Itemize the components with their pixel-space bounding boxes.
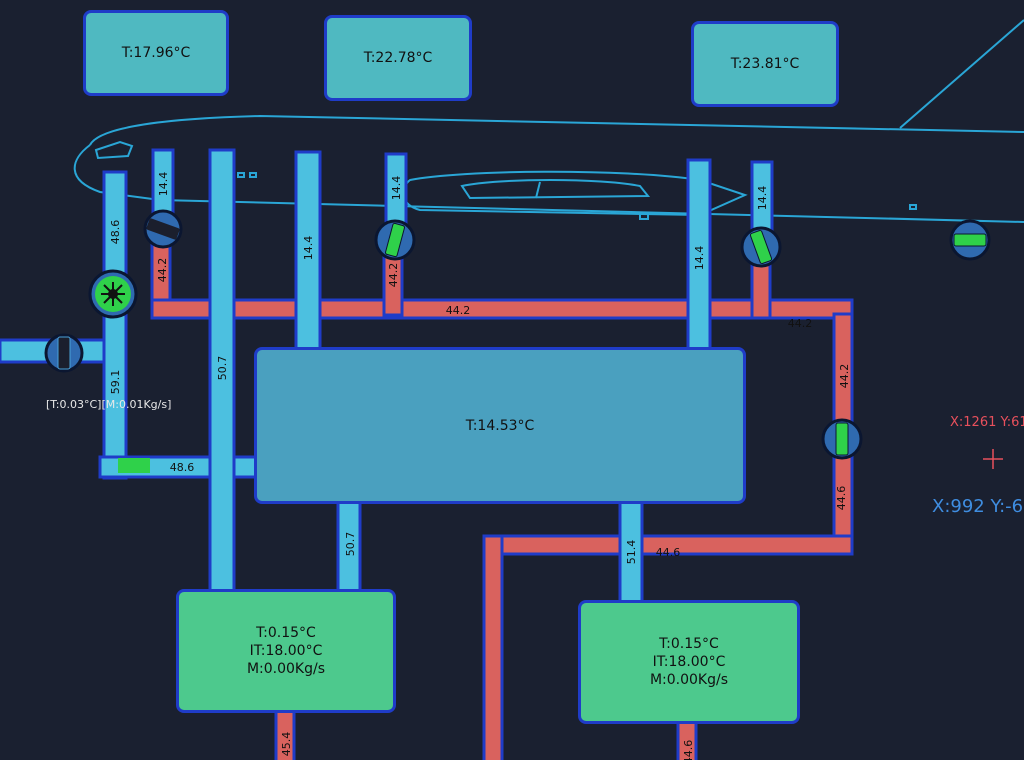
label-hot-bus-mid: 44.2 [446,304,471,317]
label-supply-left-top: 14.4 [157,172,170,197]
cold-pipe-network [0,148,774,606]
valve-intake[interactable] [44,333,84,373]
mixer-unit[interactable]: T:14.53°C [254,347,746,504]
hot-pipe-right-drop [750,258,772,320]
valve-right2[interactable] [740,226,782,268]
label-pack-right-out: 44.6 [682,740,695,760]
label-hot-bus-right: 44.2 [788,317,813,330]
label-hot-right-down: 44.2 [838,364,851,389]
valve-standalone[interactable] [949,219,991,261]
pack-unit-right[interactable]: T:0.15°C IT:18.00°C M:0.00Kg/s [578,600,800,724]
fan-icon[interactable] [88,269,138,319]
zone-temp-middle-value: T:22.78°C [363,50,433,66]
hot-pipe-upper-bus [150,298,854,320]
pack-left-temp: T:0.15°C [256,625,316,641]
label-left-riser-top: 48.6 [109,220,122,245]
pack-right-mass-flow: M:0.00Kg/s [649,672,729,688]
valve-zone3[interactable] [374,219,416,261]
label-supply-zone2: 14.4 [302,236,315,261]
cold-pipe-left-riser [102,170,128,480]
pack-left-mass-flow: M:0.00Kg/s [246,661,326,677]
zone-temp-left-value: T:17.96°C [121,45,191,61]
zone-temp-left[interactable]: T:17.96°C [83,10,229,96]
label-left-riser-mid: 59.1 [109,370,122,395]
label-supply-right1: 14.4 [693,246,706,271]
label-supply-right2: 14.4 [756,186,769,211]
pack-right-inlet-temp: IT:18.00°C [652,654,726,670]
label-supply-zone3: 14.4 [390,176,403,201]
pack-left-inlet-temp: IT:18.00°C [249,643,323,659]
valve-left-top[interactable] [143,209,183,249]
valve-right-vertical[interactable] [821,418,863,460]
mixer-temp-value: T:14.53°C [465,417,535,434]
intake-readout: [T:0.03°C][M:0.01Kg/s] [46,398,172,411]
cold-pipe-main-left [208,148,236,594]
label-main-left-vertical: 50.7 [216,356,229,381]
cursor-crosshair-icon [983,449,1003,469]
label-pack-right-feed: 51.4 [625,540,638,565]
hot-pipe-lower-left-drop [482,534,504,760]
pack-unit-left[interactable]: T:0.15°C IT:18.00°C M:0.00Kg/s [176,589,396,713]
cursor-readout-red: X:1261 Y:61 [950,415,1024,430]
zone-temp-right-value: T:23.81°C [730,56,800,72]
flow-indicator-green [118,458,150,473]
label-hot-right-lower: 44.6 [835,486,848,511]
label-pack-left-feed: 50.7 [344,532,357,557]
label-hot-bottom-bus: 44.6 [656,546,681,559]
zone-temp-right[interactable]: T:23.81°C [691,21,839,107]
label-hot-left: 44.2 [156,258,169,283]
label-left-horizontal: 48.6 [170,461,195,474]
pack-right-temp: T:0.15°C [659,636,719,652]
zone-temp-middle[interactable]: T:22.78°C [324,15,472,101]
label-pack-left-out: 45.4 [280,732,293,757]
aircraft-outline [73,19,1024,223]
label-hot-zone3: 44.2 [387,263,400,288]
cursor-readout-blue: X:992 Y:-6 [932,496,1024,517]
cold-pipe-zone2 [294,150,322,354]
